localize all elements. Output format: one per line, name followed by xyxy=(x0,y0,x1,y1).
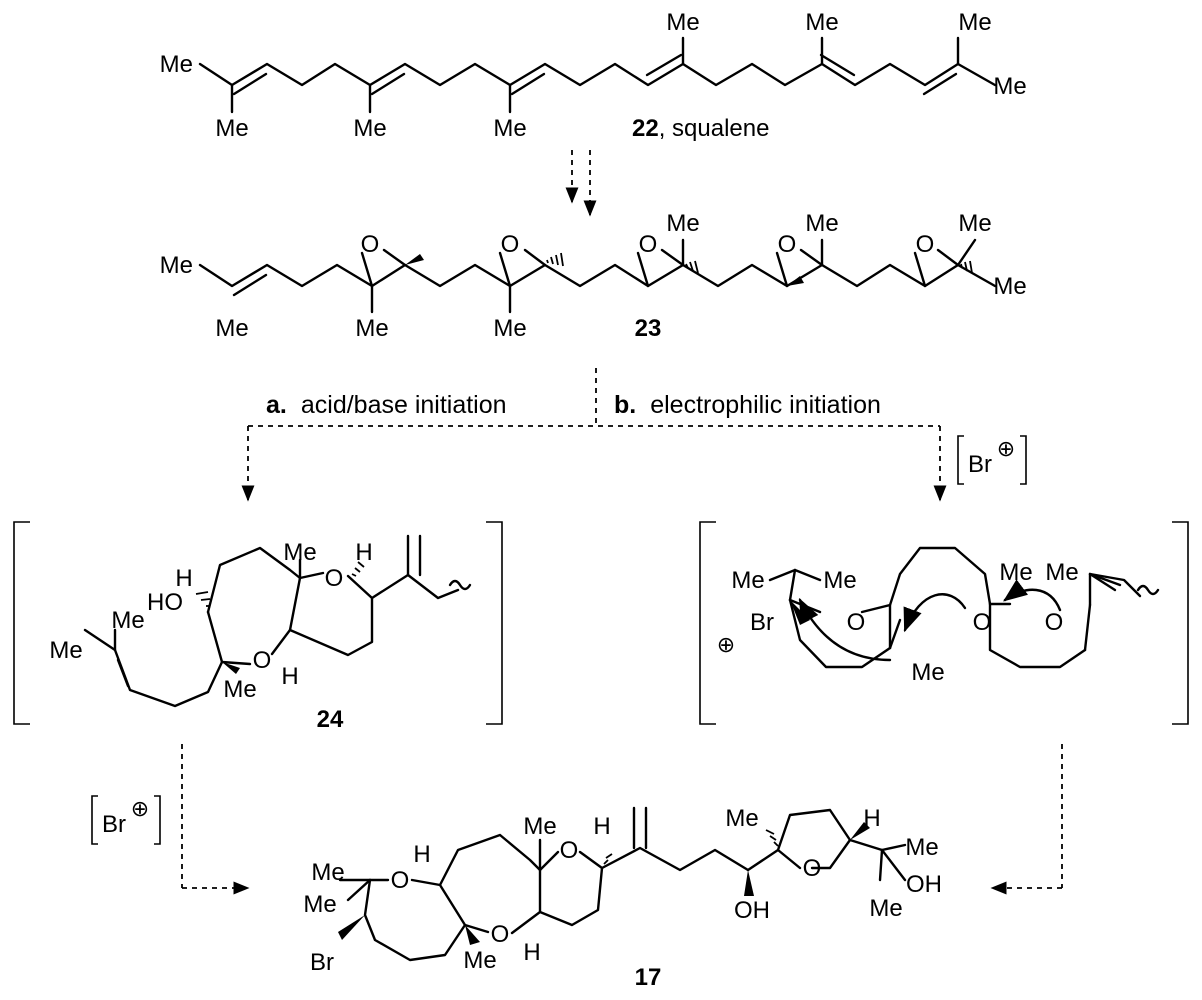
squalene-me-label: Me xyxy=(993,73,1026,100)
polyepoxide-me-label: Me xyxy=(993,273,1026,300)
bromonium-symbol: Br xyxy=(102,811,126,838)
bromonium-reagent-right: Br ⊕ xyxy=(957,435,1027,485)
pathway-a-label: a. acid/base initiation xyxy=(266,391,507,419)
product-br-label: Br xyxy=(310,949,334,976)
product-oxygen: O xyxy=(491,921,510,948)
squalene-me-label: Me xyxy=(353,115,386,142)
bromonium-symbol: Br xyxy=(968,451,992,478)
int24-ho-label: HO xyxy=(147,589,183,616)
pathway-b-text: electrophilic initiation xyxy=(650,391,881,419)
product-h-label: H xyxy=(523,939,540,966)
cascade-me-label: Me xyxy=(731,567,764,594)
product-me-label: Me xyxy=(869,895,902,922)
pathway-a-text: acid/base initiation xyxy=(301,391,507,419)
positive-charge: ⊕ xyxy=(997,436,1015,461)
product-oxygen: O xyxy=(803,855,822,882)
product-h-label: H xyxy=(593,813,610,840)
squalene-me-label: Me xyxy=(958,9,991,36)
int24-me-label: Me xyxy=(111,607,144,634)
int24-h-label: H xyxy=(281,663,298,690)
cascade-me-label: Me xyxy=(999,559,1032,586)
squalene-name: , squalene xyxy=(659,115,770,142)
lower-pathway-arrows xyxy=(181,744,1063,895)
polyepoxide-me-label: Me xyxy=(805,210,838,237)
positive-charge: ⊕ xyxy=(131,796,149,821)
polyepoxide-number: 23 xyxy=(635,315,662,342)
product-me-label: Me xyxy=(463,947,496,974)
product-me-label: Me xyxy=(905,834,938,861)
product-oxygen: O xyxy=(391,867,410,894)
intermediate-number: 24 xyxy=(317,706,344,733)
int24-h-label: H xyxy=(355,539,372,566)
squalene-number: 22 xyxy=(632,115,659,142)
cascade-br-label: Br xyxy=(750,609,774,636)
int24-oxygen: O xyxy=(253,647,272,674)
bromonium-reagent-left: Br ⊕ xyxy=(91,795,161,845)
oxidation-arrows xyxy=(565,150,597,217)
squalene-caption: 22, squalene xyxy=(632,115,769,142)
int24-me-label: Me xyxy=(283,539,316,566)
cascade-oxygen: O xyxy=(973,609,992,636)
squalene-me-label: Me xyxy=(493,115,526,142)
product-number: 17 xyxy=(635,964,662,991)
int24-me-label: Me xyxy=(223,676,256,703)
squalene-me-label: Me xyxy=(805,9,838,36)
epoxide-oxygen: O xyxy=(361,231,380,258)
polyepoxide-me-label: Me xyxy=(215,315,248,342)
polyepoxide-me-label: Me xyxy=(493,315,526,342)
epoxide-oxygen: O xyxy=(778,231,797,258)
product-me-label: Me xyxy=(311,859,344,886)
squalene-structure: Me Me Me Me Me Me Me Me 22, squalene xyxy=(160,9,1027,142)
cascade-positive-charge: ⊕ xyxy=(717,632,735,657)
epoxide-oxygen: O xyxy=(639,231,658,258)
cascade-me-label: Me xyxy=(823,567,856,594)
polyepoxide-me-label: Me xyxy=(160,252,193,279)
intermediate-24: Me O H H HO O Me H Me Me 24 xyxy=(13,521,503,733)
cascade-me-label: Me xyxy=(1045,559,1078,586)
int24-h-label: H xyxy=(175,565,192,592)
cascade-oxygen: O xyxy=(847,609,866,636)
squalene-me-label: Me xyxy=(666,9,699,36)
bromonium-cascade-intermediate: Me Me Br ⊕ O Me Me O Me O xyxy=(699,521,1189,725)
product-oh-label: OH xyxy=(906,871,942,898)
product-oh-label: OH xyxy=(734,897,770,924)
pathway-b-label: b. electrophilic initiation xyxy=(614,391,881,419)
pathway-branch: a. acid/base initiation b. electrophilic i… xyxy=(241,368,947,502)
product-h-label: H xyxy=(863,805,880,832)
int24-me-label: Me xyxy=(49,637,82,664)
polyepoxide-me-label: Me xyxy=(355,315,388,342)
product-me-label: Me xyxy=(523,813,556,840)
squalene-me-label: Me xyxy=(215,115,248,142)
pathway-b-letter: b. xyxy=(614,391,636,419)
squalene-me-label: Me xyxy=(160,51,193,78)
product-h-label: H xyxy=(413,841,430,868)
cascade-me-label: Me xyxy=(911,659,944,686)
polyepoxide-structure: Me Me Me Me Me Me Me Me O O O O O 23 xyxy=(160,210,1027,342)
epoxide-oxygen: O xyxy=(501,231,520,258)
polyepoxide-me-label: Me xyxy=(666,210,699,237)
product-17: Me Me O H Br Me O H Me O H OH Me O H Me … xyxy=(303,805,942,991)
pathway-a-letter: a. xyxy=(266,391,287,419)
product-me-label: Me xyxy=(303,891,336,918)
cascade-oxygen: O xyxy=(1045,609,1064,636)
product-oxygen: O xyxy=(560,837,579,864)
product-me-label: Me xyxy=(725,805,758,832)
polyepoxide-me-label: Me xyxy=(958,210,991,237)
epoxide-oxygen: O xyxy=(916,231,935,258)
int24-oxygen: O xyxy=(325,565,344,592)
